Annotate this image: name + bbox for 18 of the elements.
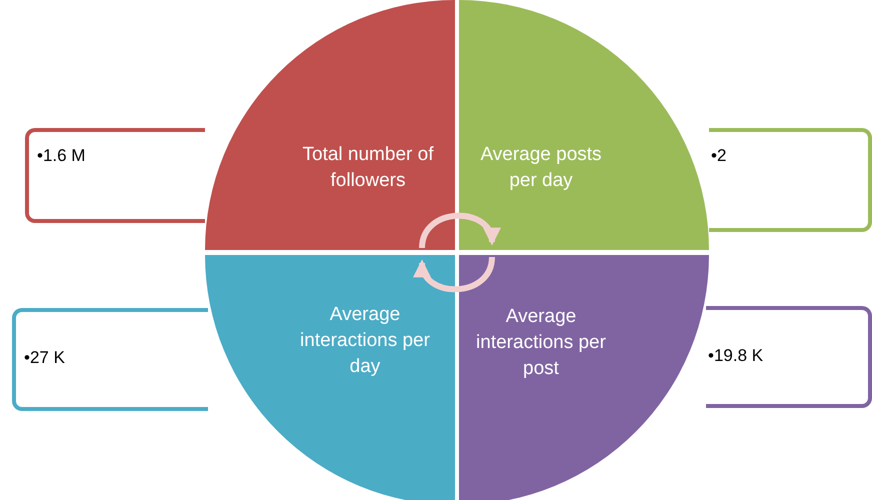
segment-label: Average interactions per post: [475, 305, 607, 381]
quadrant-segment: [459, 0, 709, 250]
quadrant-segment: [205, 0, 455, 250]
segment-label: Average interactions per day: [299, 303, 431, 379]
value-text: •27 K: [24, 348, 65, 368]
value-callout-box: [709, 128, 872, 232]
cycle-arrow: [416, 256, 495, 292]
value-text: •1.6 M: [37, 146, 86, 166]
value-text: •19.8 K: [708, 346, 764, 366]
value-text: •2: [711, 146, 726, 166]
quadrant-segment: [459, 255, 709, 500]
value-callout-box: [706, 306, 872, 408]
quadrant-segment: [205, 255, 455, 500]
cycle-arrow: [419, 212, 498, 248]
value-callout-box: [12, 308, 208, 411]
segment-label: Average posts per day: [479, 143, 603, 193]
value-callout-box: [25, 128, 205, 223]
segment-label: Total number of followers: [302, 143, 434, 193]
